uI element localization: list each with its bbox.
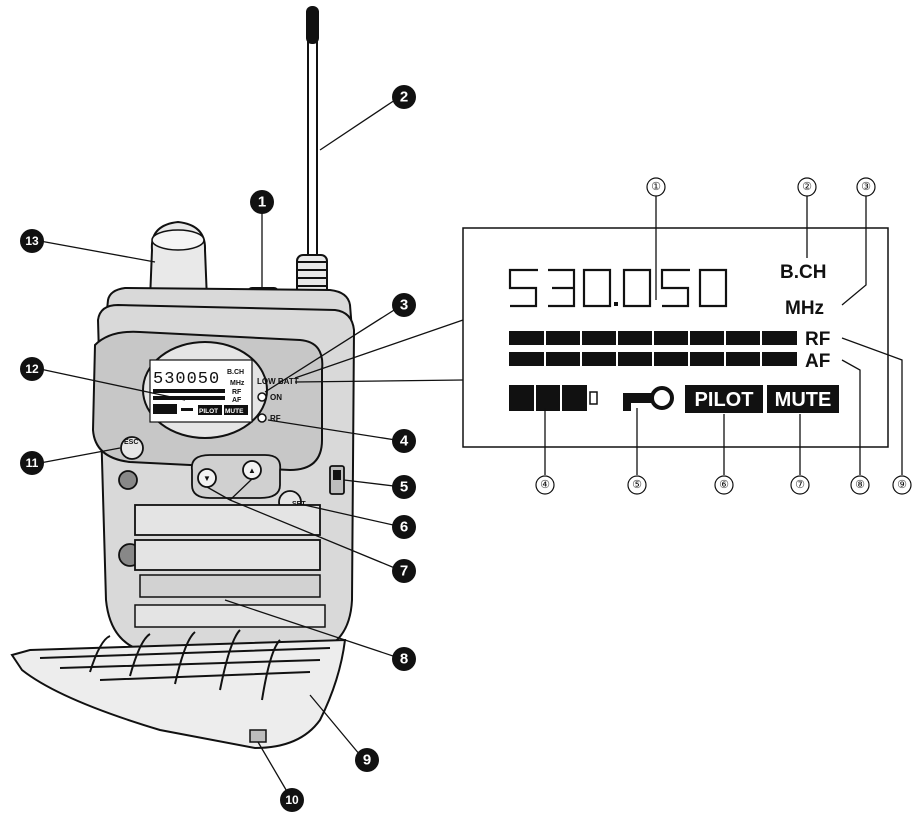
lcd-battery-icon (509, 385, 598, 411)
down-button-glyph: ▼ (203, 474, 211, 483)
led-lowbatt (257, 392, 267, 402)
svg-text:⑦: ⑦ (795, 479, 805, 491)
cover-latch (249, 729, 267, 743)
device-callout-4: 4 (392, 429, 416, 453)
svg-text:③: ③ (861, 181, 871, 193)
headphone-jack (118, 470, 138, 490)
label-rf: RF (270, 414, 281, 423)
device-callout-6: 6 (392, 515, 416, 539)
svg-text:⑧: ⑧ (855, 479, 865, 491)
device-callout-7: 7 (392, 559, 416, 583)
device-callout-13: 13 (20, 229, 44, 253)
lcd-callout-1: ① (646, 177, 666, 197)
device-lcd-mute: MUTE (225, 408, 244, 415)
device-callouts: 1 2 3 4 5 6 7 8 9 10 11 12 13 (20, 85, 416, 812)
device-lcd-mhz: MHz (230, 380, 245, 387)
lcd-key-icon (623, 386, 674, 411)
antenna (307, 7, 318, 261)
svg-text:8: 8 (400, 651, 408, 668)
svg-text:13: 13 (25, 234, 39, 248)
lcd-frequency-digits (508, 268, 728, 308)
device-callout-1: 1 (250, 190, 274, 214)
device-lcd-key (181, 408, 193, 411)
svg-text:⑤: ⑤ (632, 479, 642, 491)
device-lcd-rf-bar (153, 389, 225, 393)
label-on: ON (270, 393, 282, 402)
zoom-connector-top (294, 319, 464, 379)
lcd-mhz-label: MHz (785, 298, 824, 319)
lcd-af-bar (509, 352, 797, 366)
lcd-callout-4: ④ (535, 475, 555, 495)
lcd-callout-6: ⑥ (714, 475, 734, 495)
svg-text:1: 1 (258, 194, 266, 211)
battery-cover (10, 638, 347, 750)
up-button-glyph: ▲ (248, 466, 256, 475)
svg-text:①: ① (651, 181, 661, 193)
device-callout-2: 2 (392, 85, 416, 109)
lcd-detail: B.CH MHz RF AF PILOT MUTE (462, 227, 889, 448)
device-callout-8: 8 (392, 647, 416, 671)
svg-text:12: 12 (25, 362, 39, 376)
device-lcd-af: AF (232, 397, 242, 404)
device-callout-5: 5 (392, 475, 416, 499)
lcd-rf-label: RF (805, 329, 830, 350)
device-lcd-pilot-bg (198, 405, 222, 415)
lcd-mute-label: MUTE (775, 389, 832, 411)
svg-text:9: 9 (363, 752, 371, 769)
receiver-device: 530050 B.CH MHz RF AF PILOT MUTE LOW BAT… (10, 6, 356, 750)
esc-button-label: ESC (124, 439, 138, 446)
svg-text:3: 3 (400, 297, 408, 314)
esc-button[interactable] (120, 436, 144, 460)
svg-text:⑥: ⑥ (719, 479, 729, 491)
device-lcd-frequency: 530050 (153, 370, 220, 389)
svg-text:6: 6 (400, 519, 408, 536)
device-callout-3: 3 (392, 293, 416, 317)
lcd-callouts: ① ② ③ ④ ⑤ ⑥ ⑦ ⑧ ⑨ (535, 177, 912, 495)
device-lcd-bch: B.CH (227, 369, 244, 376)
device-callout-10: 10 (280, 788, 304, 812)
lcd-callout-8: ⑧ (850, 475, 870, 495)
lcd-pilot-block (685, 385, 763, 413)
lcd-callout-7: ⑦ (790, 475, 810, 495)
lcd-pilot-label: PILOT (695, 389, 754, 411)
led-rf (257, 413, 267, 423)
lcd-leaders (544, 196, 903, 475)
svg-text:⑨: ⑨ (897, 479, 907, 491)
device-lcd-battery (153, 404, 177, 414)
svg-text:④: ④ (540, 479, 550, 491)
svg-text:4: 4 (400, 433, 409, 450)
device-callout-12: 12 (20, 357, 44, 381)
device-lcd-pilot: PILOT (199, 408, 218, 415)
lcd-callout-2: ② (797, 177, 817, 197)
svg-text:7: 7 (400, 563, 408, 580)
lcd-rf-bar (509, 331, 797, 345)
device-lcd-mute-bg (224, 405, 248, 415)
svg-text:5: 5 (400, 479, 408, 496)
zoom-connector-bottom (294, 379, 464, 383)
lcd-mute-block (767, 385, 839, 413)
svg-text:2: 2 (400, 89, 408, 106)
lcd-callout-3: ③ (856, 177, 876, 197)
svg-text:②: ② (802, 181, 812, 193)
battery-compartment (134, 504, 326, 628)
device-callout-9: 9 (355, 748, 379, 772)
device-lcd-rf: RF (232, 389, 242, 396)
lcd-bch-label: B.CH (780, 262, 826, 283)
device-lcd-af-bar (153, 396, 225, 400)
device-leaders (39, 99, 403, 801)
svg-text:11: 11 (26, 456, 39, 470)
device-callout-11: 11 (20, 451, 44, 475)
svg-text:10: 10 (285, 793, 299, 807)
lcd-af-label: AF (805, 351, 830, 372)
antenna-tip (306, 6, 319, 44)
lcd-callout-9: ⑨ (892, 475, 912, 495)
lcd-callout-5: ⑤ (627, 475, 647, 495)
label-lowbatt: LOW BATT (257, 377, 299, 386)
